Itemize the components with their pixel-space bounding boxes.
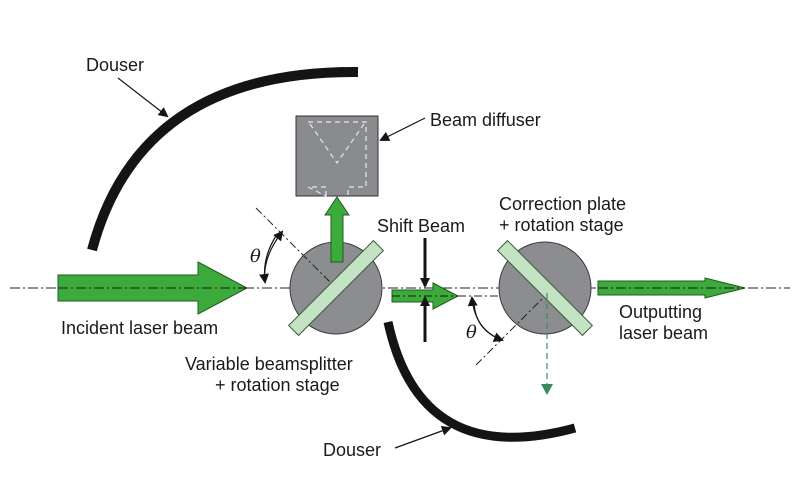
theta-label-1: θ bbox=[250, 246, 261, 267]
douser-top-label: Douser bbox=[86, 55, 144, 75]
beamsplitter-label-2: + rotation stage bbox=[215, 375, 340, 395]
beamsplitter-plate bbox=[287, 239, 385, 337]
beamsplitter-label-1: Variable beamsplitter bbox=[185, 354, 353, 374]
beamsplitter-normal bbox=[255, 207, 337, 289]
douser-top-leader bbox=[117, 77, 169, 118]
theta-label-2: θ bbox=[466, 322, 477, 343]
beam-diffuser-label: Beam diffuser bbox=[430, 110, 541, 130]
douser-top bbox=[87, 66, 359, 252]
incident-beam-label: Incident laser beam bbox=[61, 318, 218, 338]
correction-normal bbox=[475, 292, 549, 366]
correction-plate-label-1: Correction plate bbox=[499, 194, 626, 214]
douser-bottom-leader bbox=[394, 426, 452, 449]
diffuser-leader bbox=[379, 117, 426, 141]
douser-bottom bbox=[383, 321, 577, 442]
beam-diffuser bbox=[295, 115, 379, 197]
shift-beam-label: Shift Beam bbox=[377, 216, 465, 236]
reflected-beam-arrow bbox=[324, 196, 350, 263]
output-beam-label-1: Outputting bbox=[619, 302, 702, 322]
correction-plate-label-2: + rotation stage bbox=[499, 215, 624, 235]
output-beam-label-2: laser beam bbox=[619, 323, 708, 343]
correction-plate bbox=[496, 239, 594, 337]
douser-bottom-label: Douser bbox=[323, 440, 381, 460]
